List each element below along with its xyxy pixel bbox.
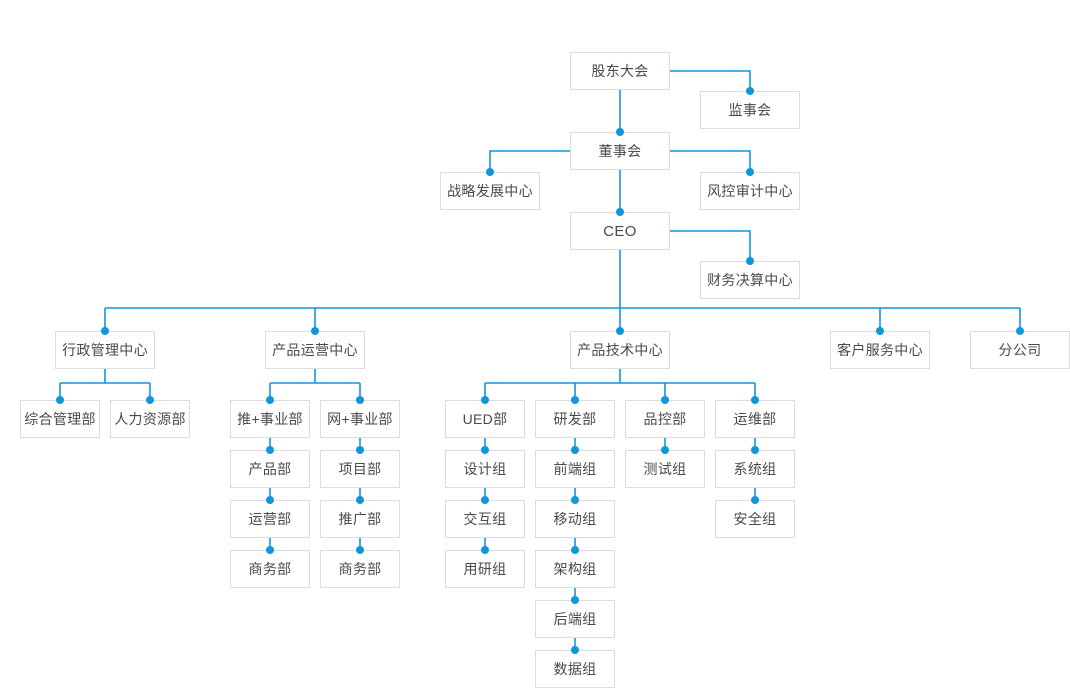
dot-business-dept-b — [356, 546, 364, 554]
dot-finance-center — [746, 257, 754, 265]
node-tui-division[interactable]: 推+事业部 — [230, 400, 310, 438]
node-system-group[interactable]: 系统组 — [715, 450, 795, 488]
dot-product-ops-center — [311, 327, 319, 335]
dot-data-group — [571, 646, 579, 654]
node-ops-dept[interactable]: 运维部 — [715, 400, 795, 438]
node-strategy-center[interactable]: 战略发展中心 — [440, 172, 540, 210]
dot-tui-division — [266, 396, 274, 404]
node-project-dept[interactable]: 项目部 — [320, 450, 400, 488]
dot-general-admin-dept — [56, 396, 64, 404]
node-mobile-group[interactable]: 移动组 — [535, 500, 615, 538]
node-qc-dept[interactable]: 品控部 — [625, 400, 705, 438]
node-security-group[interactable]: 安全组 — [715, 500, 795, 538]
dot-supervisory-board — [746, 87, 754, 95]
dot-risk-audit-center — [746, 168, 754, 176]
dot-rd-dept — [571, 396, 579, 404]
dot-backend-group — [571, 596, 579, 604]
dot-mobile-group — [571, 496, 579, 504]
dot-security-group — [751, 496, 759, 504]
node-customer-service-center[interactable]: 客户服务中心 — [830, 331, 930, 369]
dot-test-group — [661, 446, 669, 454]
dot-wang-division — [356, 396, 364, 404]
node-admin-center[interactable]: 行政管理中心 — [55, 331, 155, 369]
node-branch-company[interactable]: 分公司 — [970, 331, 1070, 369]
dot-user-research-group — [481, 546, 489, 554]
dot-hr-dept — [146, 396, 154, 404]
edge-shareholders-to-supervisory — [670, 70, 751, 91]
node-shareholders-meeting[interactable]: 股东大会 — [570, 52, 670, 90]
node-user-research-group[interactable]: 用研组 — [445, 550, 525, 588]
dot-product-dept — [266, 446, 274, 454]
node-board-of-directors[interactable]: 董事会 — [570, 132, 670, 170]
dot-operation-dept — [266, 496, 274, 504]
dot-ops-dept — [751, 396, 759, 404]
dot-branch-company — [1016, 327, 1024, 335]
node-backend-group[interactable]: 后端组 — [535, 600, 615, 638]
edge-board-to-strategy — [489, 150, 570, 172]
dot-system-group — [751, 446, 759, 454]
dot-customer-service-center — [876, 327, 884, 335]
node-wang-division[interactable]: 网+事业部 — [320, 400, 400, 438]
node-product-dept[interactable]: 产品部 — [230, 450, 310, 488]
node-supervisory-board[interactable]: 监事会 — [700, 91, 800, 129]
dot-qc-dept — [661, 396, 669, 404]
dot-admin-center — [101, 327, 109, 335]
node-business-dept-a[interactable]: 商务部 — [230, 550, 310, 588]
node-business-dept-b[interactable]: 商务部 — [320, 550, 400, 588]
node-architecture-group[interactable]: 架构组 — [535, 550, 615, 588]
node-design-group[interactable]: 设计组 — [445, 450, 525, 488]
edge-ceo-to-finance — [670, 230, 751, 261]
node-general-admin-dept[interactable]: 综合管理部 — [20, 400, 100, 438]
node-interaction-group[interactable]: 交互组 — [445, 500, 525, 538]
node-frontend-group[interactable]: 前端组 — [535, 450, 615, 488]
dot-business-dept-a — [266, 546, 274, 554]
node-risk-audit-center[interactable]: 风控审计中心 — [700, 172, 800, 210]
node-ued-dept[interactable]: UED部 — [445, 400, 525, 438]
dot-strategy-center — [486, 168, 494, 176]
dot-ued-dept — [481, 396, 489, 404]
node-product-ops-center[interactable]: 产品运营中心 — [265, 331, 365, 369]
dot-ceo — [616, 208, 624, 216]
node-rd-dept[interactable]: 研发部 — [535, 400, 615, 438]
node-data-group[interactable]: 数据组 — [535, 650, 615, 688]
dot-board-of-directors — [616, 128, 624, 136]
dot-promotion-dept — [356, 496, 364, 504]
dot-interaction-group — [481, 496, 489, 504]
dot-frontend-group — [571, 446, 579, 454]
node-product-tech-center[interactable]: 产品技术中心 — [570, 331, 670, 369]
edge-board-to-risk-audit — [670, 150, 751, 172]
node-finance-center[interactable]: 财务决算中心 — [700, 261, 800, 299]
node-hr-dept[interactable]: 人力资源部 — [110, 400, 190, 438]
node-operation-dept[interactable]: 运营部 — [230, 500, 310, 538]
dot-project-dept — [356, 446, 364, 454]
node-ceo[interactable]: CEO — [570, 212, 670, 250]
dot-design-group — [481, 446, 489, 454]
node-promotion-dept[interactable]: 推广部 — [320, 500, 400, 538]
dot-architecture-group — [571, 546, 579, 554]
node-test-group[interactable]: 测试组 — [625, 450, 705, 488]
dot-product-tech-center — [616, 327, 624, 335]
